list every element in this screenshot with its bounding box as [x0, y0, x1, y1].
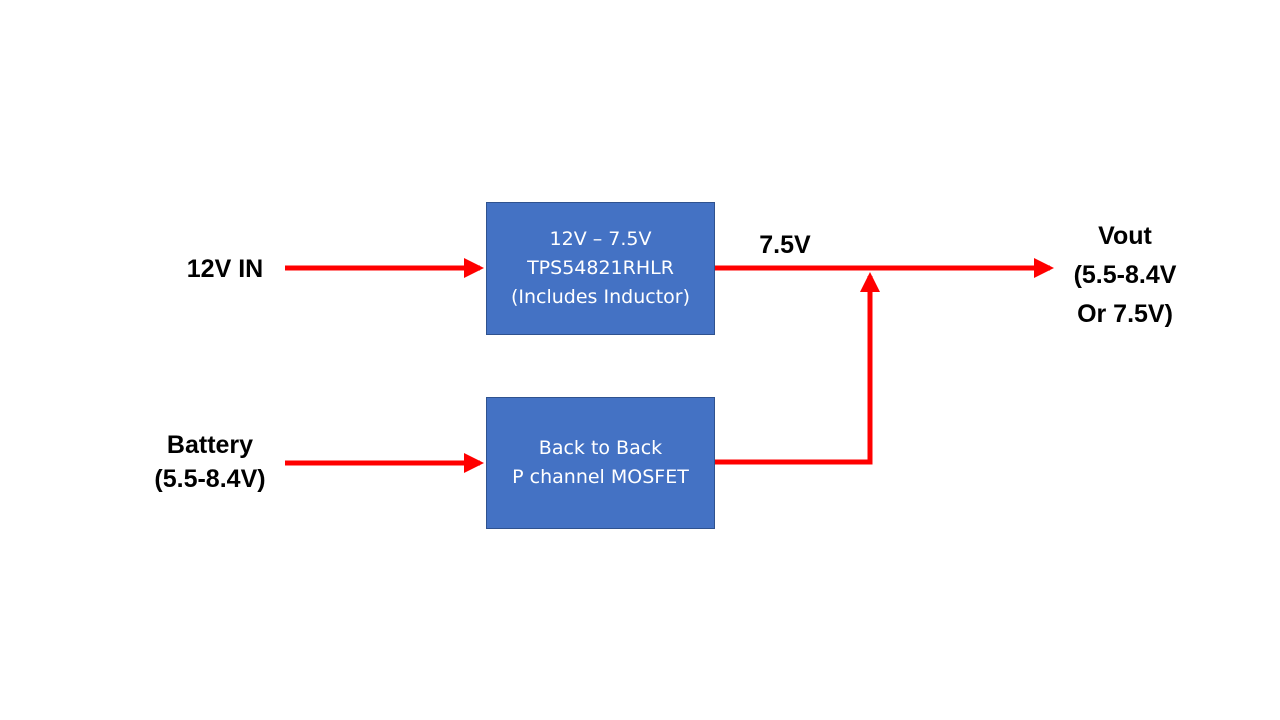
vout-label: Vout (5.5-8.4V Or 7.5V) — [1050, 217, 1200, 334]
mosfet-line1: Back to Back — [538, 437, 663, 459]
input-12v-text: 12V IN — [186, 255, 264, 283]
battery-label: Battery (5.5-8.4V) — [130, 428, 290, 496]
mosfet-block: Back to Back P channel MOSFET — [486, 397, 715, 529]
mosfet-line2: P channel MOSFET — [512, 466, 689, 488]
battery-title: Battery — [166, 431, 254, 459]
battery-range: (5.5-8.4V) — [154, 465, 266, 493]
vout-range: (5.5-8.4V — [1073, 261, 1177, 289]
mosfet-output-wire — [715, 272, 880, 465]
vout-title: Vout — [1098, 222, 1152, 250]
buck-note: (Includes Inductor) — [510, 286, 690, 308]
buck-part-number: TPS54821RHLR — [527, 257, 674, 279]
input-12v-label: 12V IN — [170, 252, 280, 286]
vout-alt: Or 7.5V) — [1077, 300, 1173, 328]
intermediate-voltage-text: 7.5V — [759, 231, 811, 259]
buck-voltage-text: 12V – 7.5V — [549, 228, 652, 250]
buck-converter-block: 12V – 7.5V TPS54821RHLR (Includes Induct… — [486, 202, 715, 335]
intermediate-voltage-label: 7.5V — [745, 228, 825, 262]
